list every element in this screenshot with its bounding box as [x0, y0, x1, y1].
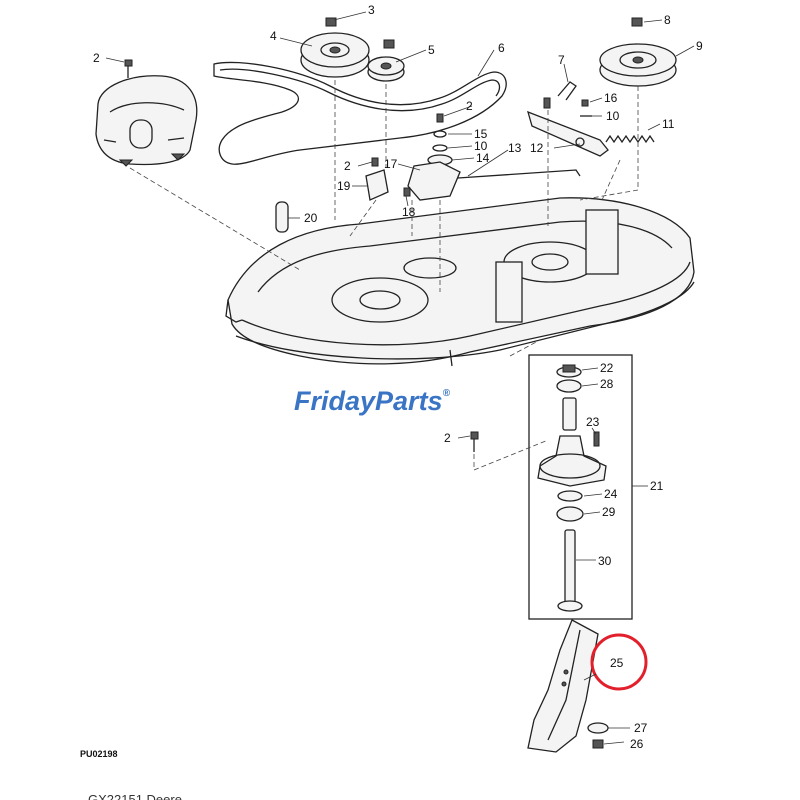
callout-22: 22 [600, 361, 614, 375]
callout-11: 11 [662, 117, 675, 131]
leader-lines [105, 11, 695, 745]
callout-6: 6 [498, 41, 505, 55]
callout-9: 9 [696, 39, 703, 53]
watermark-registered-mark: ® [443, 388, 451, 399]
watermark-logo: FridayParts® [294, 386, 451, 416]
pulley-9 [599, 17, 677, 87]
callout-5: 5 [428, 43, 435, 57]
callout-4: 4 [270, 29, 277, 43]
callout-10-right: 10 [606, 109, 620, 123]
spindle-assembly-21 [528, 354, 633, 620]
callout-2-topleft: 2 [93, 51, 100, 65]
callout-3: 3 [368, 3, 375, 17]
callout-25: 25 [610, 656, 624, 670]
pulley-4 [300, 32, 370, 78]
bolt-2-topleft [124, 59, 133, 78]
callout-2-left: 2 [344, 159, 351, 173]
idler-pulley-5 [367, 56, 405, 82]
figure-id: PU02198 [80, 749, 118, 759]
callout-14: 14 [476, 151, 490, 165]
callout-29: 29 [602, 505, 616, 519]
callout-12: 12 [530, 141, 544, 155]
callout-17: 17 [384, 157, 398, 171]
callout-18: 18 [402, 205, 416, 219]
image-caption: GX22151 Deere [88, 792, 182, 800]
callout-26: 26 [630, 737, 644, 751]
callout-23: 23 [586, 415, 600, 429]
callout-30: 30 [598, 554, 612, 568]
watermark-word-parts: Parts [375, 386, 443, 416]
drive-belt [213, 61, 507, 165]
callout-2-center: 2 [466, 99, 473, 113]
callout-16: 16 [604, 91, 618, 105]
callout-21: 21 [650, 479, 664, 493]
callout-10-center: 10 [474, 139, 488, 153]
callout-15: 15 [474, 127, 488, 141]
pin-20 [275, 201, 289, 233]
callout-7: 7 [558, 53, 565, 67]
callout-20: 20 [304, 211, 318, 225]
callout-24: 24 [604, 487, 618, 501]
callout-19: 19 [337, 179, 351, 193]
callout-8: 8 [664, 13, 671, 27]
idler-assembly [365, 113, 581, 201]
assembly-lines-upper [129, 80, 639, 292]
callout-labels: 2 3 4 5 6 8 9 7 16 10 11 12 13 2 15 10 1… [93, 3, 703, 751]
callout-27: 27 [634, 721, 648, 735]
bracket-7 [557, 81, 592, 117]
highlight-circle [590, 633, 648, 691]
mower-deck [225, 197, 695, 367]
callout-28: 28 [600, 377, 614, 391]
callout-13: 13 [508, 141, 522, 155]
callout-2-lower: 2 [444, 431, 451, 445]
blade-25 [527, 619, 609, 753]
nut-3 [325, 17, 395, 49]
spring-11 [605, 134, 655, 144]
watermark-word-friday: Friday [294, 386, 377, 416]
bolt-2-lower [470, 339, 549, 471]
belt-shield [95, 75, 198, 167]
